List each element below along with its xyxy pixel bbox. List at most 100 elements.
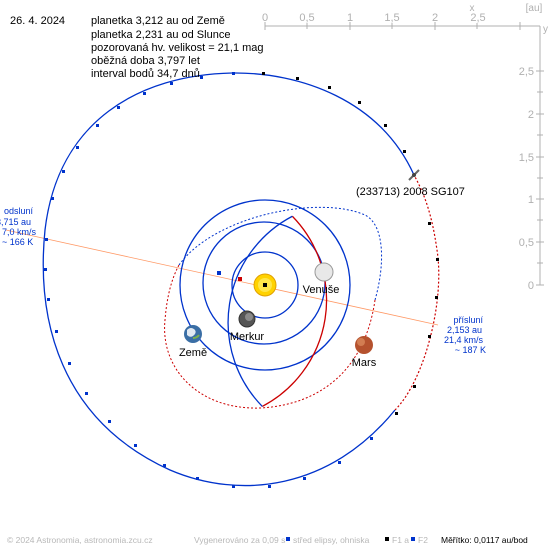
orbit-point-markers: [44, 72, 373, 488]
x-tick-label: 2,5: [470, 12, 485, 24]
header-info: 26. 4. 2024 planetka 3,212 au od Země pl…: [10, 15, 264, 80]
focus-f1-marker: [263, 283, 267, 287]
x-tick-label: 1,5: [384, 12, 399, 24]
aphelion-title: odsluní: [4, 206, 34, 216]
venus-planet: [314, 262, 334, 282]
orbit-point: [268, 485, 271, 488]
generated-text: Vygenerováno za 0,09 s: [194, 535, 285, 545]
info-line: planetka 3,212 au od Země: [91, 15, 225, 27]
aphelion-speed: 7,0 km/s: [2, 227, 37, 237]
orbit-point: [108, 420, 111, 423]
orbit-point: [200, 76, 203, 79]
asteroid-orbit-inner-above: [164, 264, 376, 409]
orbit-point: [117, 106, 120, 109]
orbit-point: [76, 146, 79, 149]
orbit-point: [170, 82, 173, 85]
aphelion-info: odsluní 3,715 au 7,0 km/s ~ 166 K: [0, 206, 37, 247]
legend-f2-text: F2: [418, 535, 428, 545]
orbit-point: [338, 461, 341, 464]
asteroid-marker: [408, 169, 420, 181]
aphelion-temp: ~ 166 K: [2, 237, 33, 247]
orbit-point: [55, 330, 58, 333]
orbit-point: [413, 385, 416, 388]
orbit-point: [328, 86, 331, 89]
orbit-point: [428, 222, 431, 225]
aphelion-distance: 3,715 au: [0, 217, 31, 227]
legend-f1-text: F1 a: [392, 535, 409, 545]
mars-label: Mars: [352, 357, 377, 369]
legend-f1-swatch: [385, 537, 389, 541]
orbit-point: [196, 477, 199, 480]
perihelion-title: přísluní: [453, 315, 483, 325]
sun: [253, 273, 277, 297]
x-axis: [264, 22, 540, 30]
legend-center-text: střed elipsy, ohniska: [293, 535, 370, 545]
info-line: oběžná doba 3,797 let: [91, 55, 200, 67]
orbit-point: [47, 298, 50, 301]
orbit-point: [68, 362, 71, 365]
asteroid-label: (233713) 2008 SG107: [356, 186, 465, 198]
orbit-point: [435, 296, 438, 299]
x-tick-label: 2: [432, 12, 438, 24]
scale-text: Měřítko: 0,0117 au/bod: [441, 535, 528, 545]
asteroid-orbit-below: [42, 72, 415, 487]
orbit-point: [163, 464, 166, 467]
x-tick-label: 1: [347, 12, 353, 24]
orbit-point: [358, 101, 361, 104]
orbit-point-markers-above: [262, 72, 439, 415]
x-axis-name: x: [470, 3, 475, 14]
asteroid-orbit-above: [394, 174, 440, 411]
ellipse-center-marker: [217, 271, 221, 275]
orbit-point: [428, 335, 431, 338]
focus-f2-marker: [238, 277, 242, 281]
orbit-point: [45, 238, 48, 241]
y-axis-name: y: [543, 24, 548, 35]
orbit-point: [96, 124, 99, 127]
orbit-point: [370, 437, 373, 440]
orbit-point: [436, 258, 439, 261]
y-tick-label: 1: [528, 194, 534, 206]
copyright-text: © 2024 Astronomia, astronomia.zcu.cz: [7, 535, 153, 545]
orbit-point: [85, 392, 88, 395]
apse-line: [5, 229, 439, 326]
orbit-point: [403, 150, 406, 153]
orbit-point: [384, 124, 387, 127]
mars-planet: [355, 336, 373, 354]
venus-label: Venuše: [303, 284, 340, 296]
mars-orbit-below-ecliptic: [227, 215, 293, 407]
footer: © 2024 Astronomia, astronomia.zcu.cz Vyg…: [7, 535, 528, 545]
earth-planet: [184, 325, 202, 343]
y-axis: [536, 26, 544, 286]
orbit-point: [395, 412, 398, 415]
orbit-point: [143, 92, 146, 95]
y-tick-label: 1,5: [519, 152, 534, 164]
y-tick-label: 0,5: [519, 237, 534, 249]
orbit-point: [232, 485, 235, 488]
axis-unit-label: [au]: [526, 3, 543, 14]
mercury-label: Merkur: [230, 331, 265, 343]
orbit-point: [296, 77, 299, 80]
y-tick-label: 2: [528, 109, 534, 121]
y-tick-label: 0: [528, 280, 534, 292]
perihelion-speed: 21,4 km/s: [444, 335, 484, 345]
orbit-point: [262, 72, 265, 75]
perihelion-info: přísluní 2,153 au 21,4 km/s ~ 187 K: [444, 315, 486, 355]
date-label: 26. 4. 2024: [10, 15, 65, 27]
x-tick-label: 0,5: [299, 12, 314, 24]
info-line: pozorovaná hv. velikost = 21,1 mag: [91, 42, 264, 54]
earth-label: Země: [179, 347, 207, 359]
orbit-point: [44, 268, 47, 271]
asteroid-orbit-inner-below: [178, 206, 383, 301]
mars-orbit-above-ecliptic: [261, 215, 328, 407]
mercury-orbit: [231, 251, 299, 319]
orbit-point: [232, 72, 235, 75]
perihelion-distance: 2,153 au: [447, 325, 482, 335]
orbit-point: [51, 197, 54, 200]
legend-center-swatch: [286, 537, 290, 541]
orbit-point: [303, 477, 306, 480]
x-tick-label: 0: [262, 12, 268, 24]
earth-orbit: [179, 199, 351, 371]
orbit-point: [134, 444, 137, 447]
